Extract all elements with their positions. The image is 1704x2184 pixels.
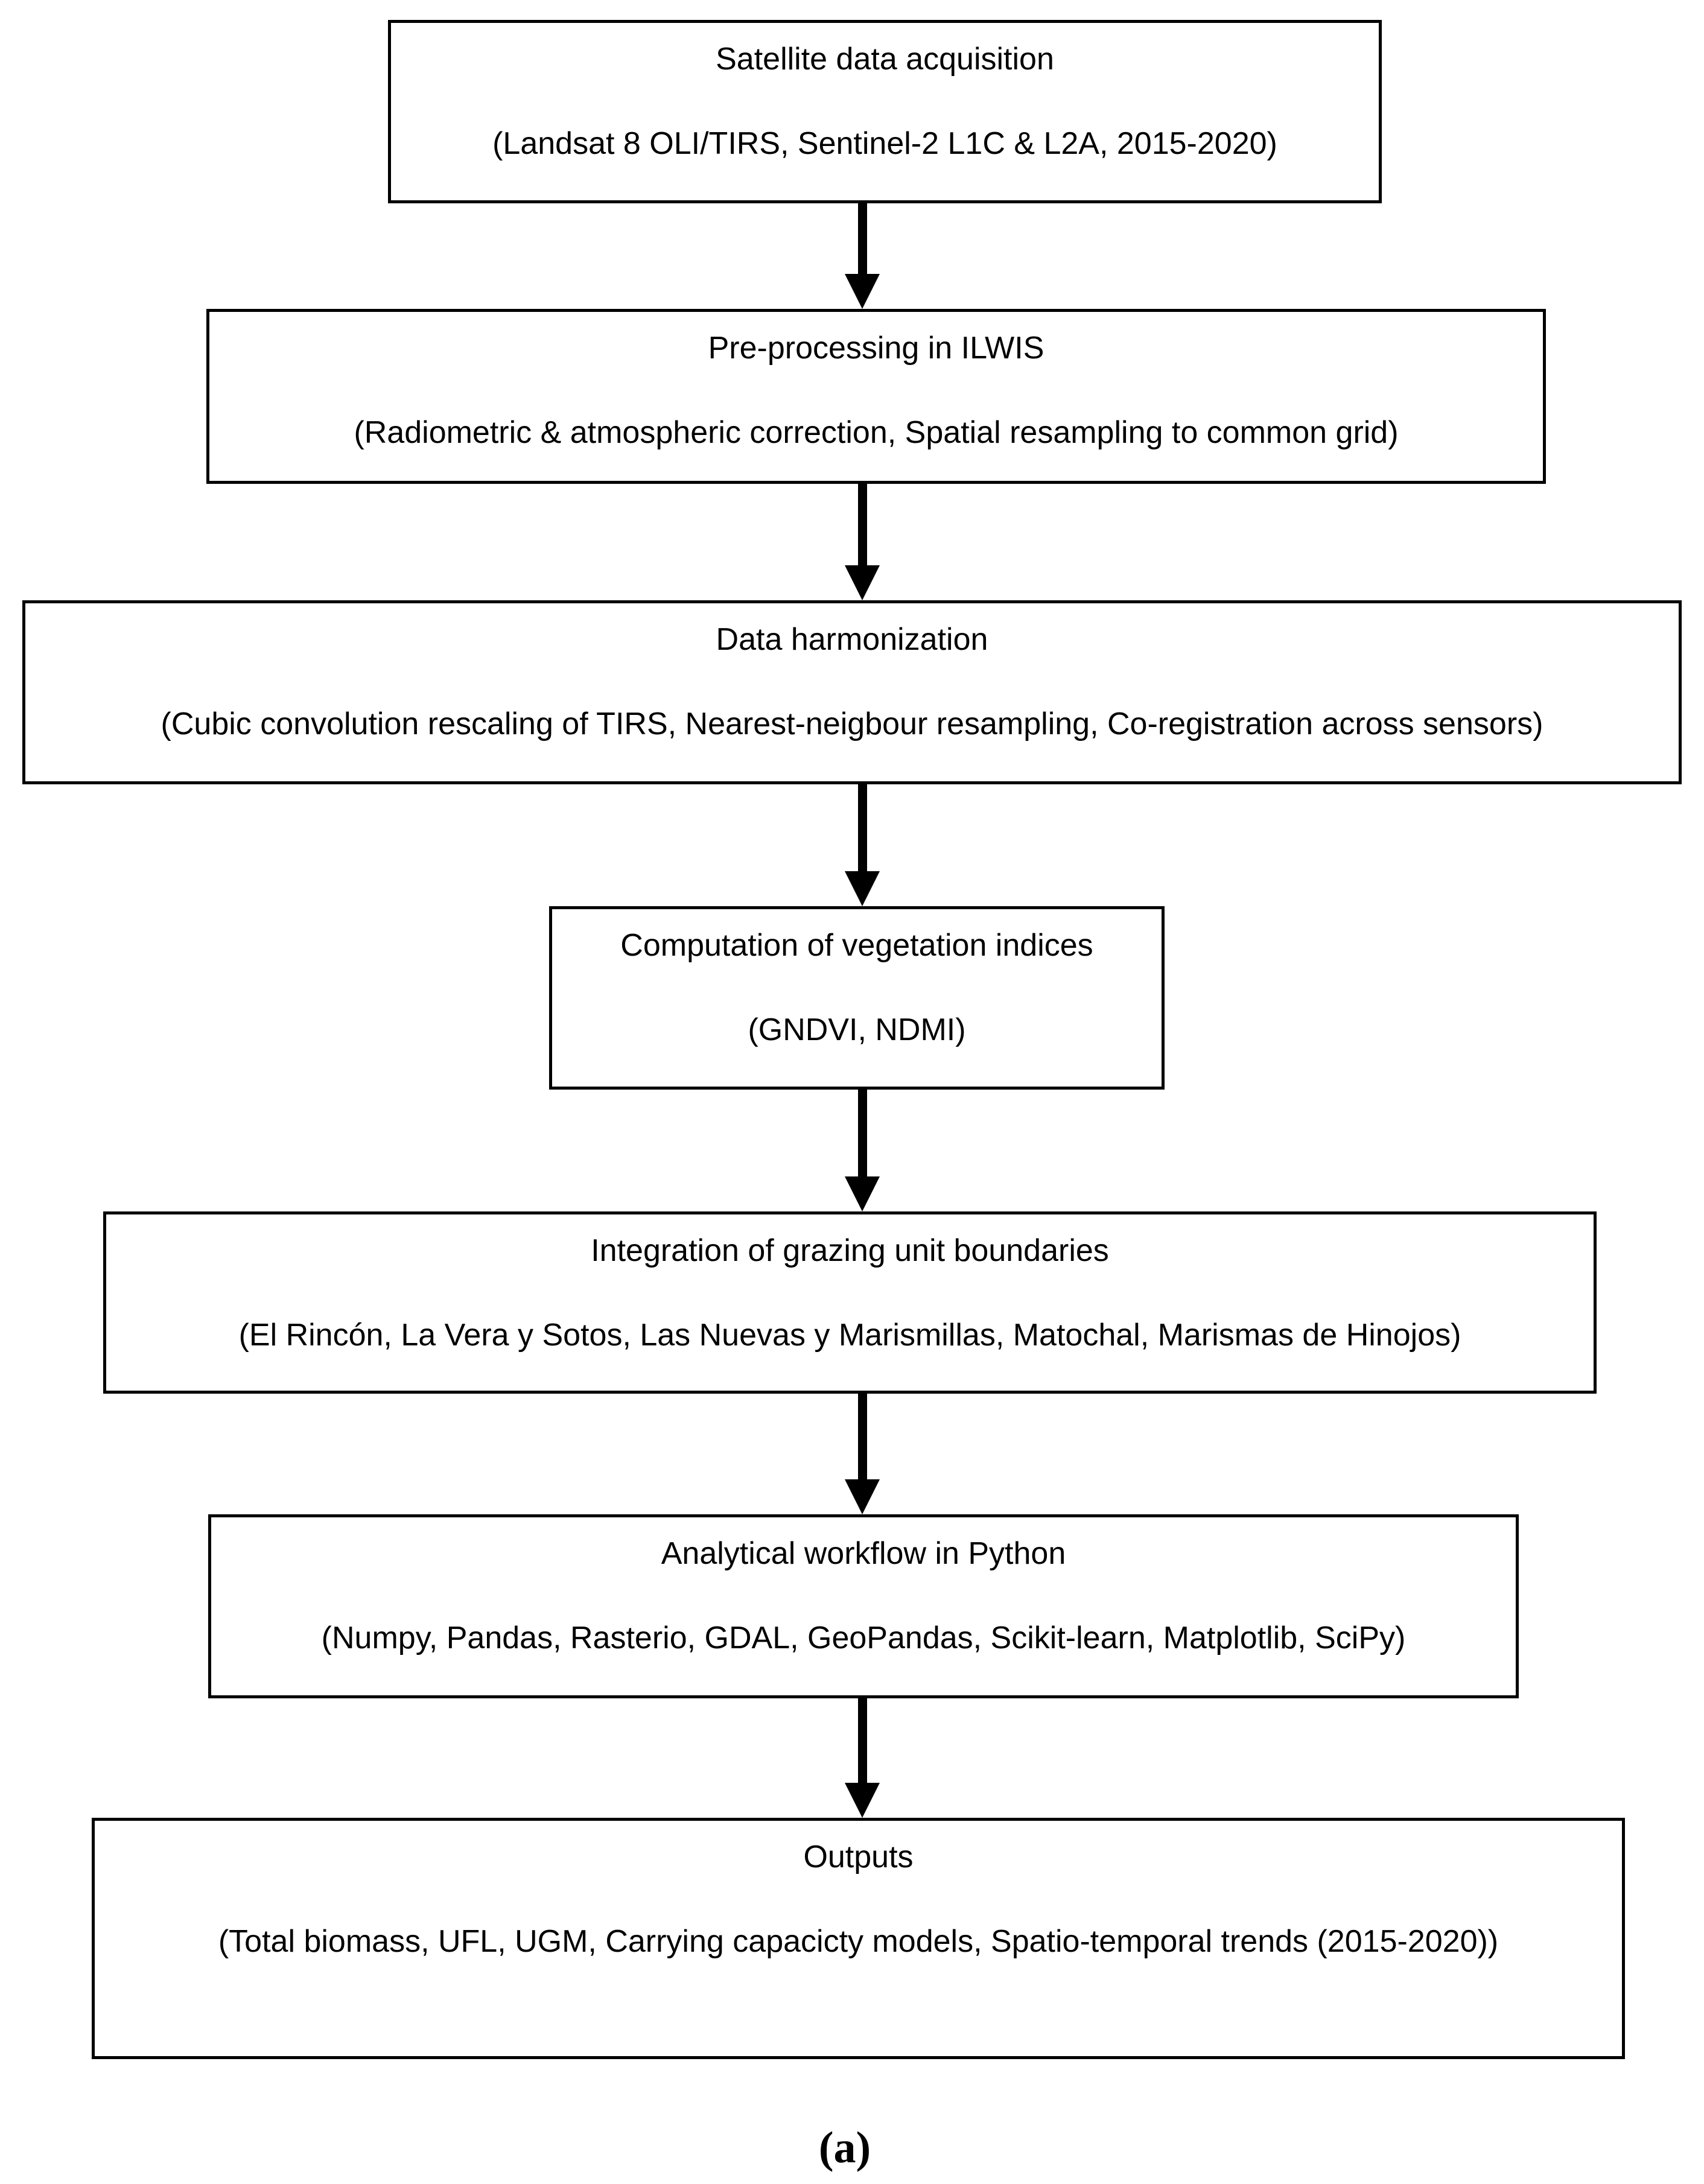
flow-box-title: Satellite data acquisition [716,42,1054,77]
flow-box-title: Pre-processing in ILWIS [708,331,1044,366]
flow-box-vegetation-indices: Computation of vegetation indices (GNDVI… [549,906,1165,1090]
arrow-head [845,274,880,309]
flow-box-detail: (El Rincón, La Vera y Sotos, Las Nuevas … [238,1318,1461,1353]
flow-box-detail: (Total biomass, UFL, UGM, Carrying capac… [218,1924,1499,1959]
flow-box-outputs: Outputs (Total biomass, UFL, UGM, Carryi… [92,1818,1625,2059]
arrow-stem [857,484,867,565]
flow-box-title: Integration of grazing unit boundaries [591,1233,1109,1268]
arrow-down-icon [845,784,880,906]
flow-box-detail: (Radiometric & atmospheric correction, S… [354,415,1399,450]
arrow-down-icon [845,1698,880,1818]
arrow-down-icon [845,1394,880,1514]
flow-box-satellite-data-acquisition: Satellite data acquisition (Landsat 8 OL… [388,20,1382,203]
arrow-stem [857,203,867,274]
arrow-stem [857,1394,867,1479]
figure-label: (a) [818,2123,871,2173]
arrow-stem [857,1698,867,1783]
flow-box-title: Data harmonization [716,622,988,657]
flow-box-detail: (Landsat 8 OLI/TIRS, Sentinel-2 L1C & L2… [492,126,1277,161]
arrow-stem [857,784,867,871]
flow-box-detail: (Cubic convolution rescaling of TIRS, Ne… [161,706,1543,741]
arrow-head [845,565,880,600]
arrow-down-icon [845,1090,880,1211]
flow-box-title: Computation of vegetation indices [620,928,1093,963]
flow-box-python-workflow: Analytical workflow in Python (Numpy, Pa… [208,1514,1519,1698]
flow-box-title: Analytical workflow in Python [661,1536,1066,1571]
arrow-down-icon [845,484,880,600]
arrow-stem [857,1090,867,1176]
flow-box-data-harmonization: Data harmonization (Cubic convolution re… [22,600,1682,784]
arrow-head [845,1783,880,1818]
arrow-head [845,871,880,906]
arrow-down-icon [845,203,880,309]
arrow-head [845,1176,880,1211]
flow-box-detail: (GNDVI, NDMI) [748,1012,966,1047]
flow-box-pre-processing-ilwis: Pre-processing in ILWIS (Radiometric & a… [206,309,1546,484]
flow-box-title: Outputs [803,1840,914,1874]
flow-box-detail: (Numpy, Pandas, Rasterio, GDAL, GeoPanda… [321,1621,1406,1655]
flow-box-grazing-unit-boundaries: Integration of grazing unit boundaries (… [103,1211,1597,1394]
arrow-head [845,1479,880,1514]
